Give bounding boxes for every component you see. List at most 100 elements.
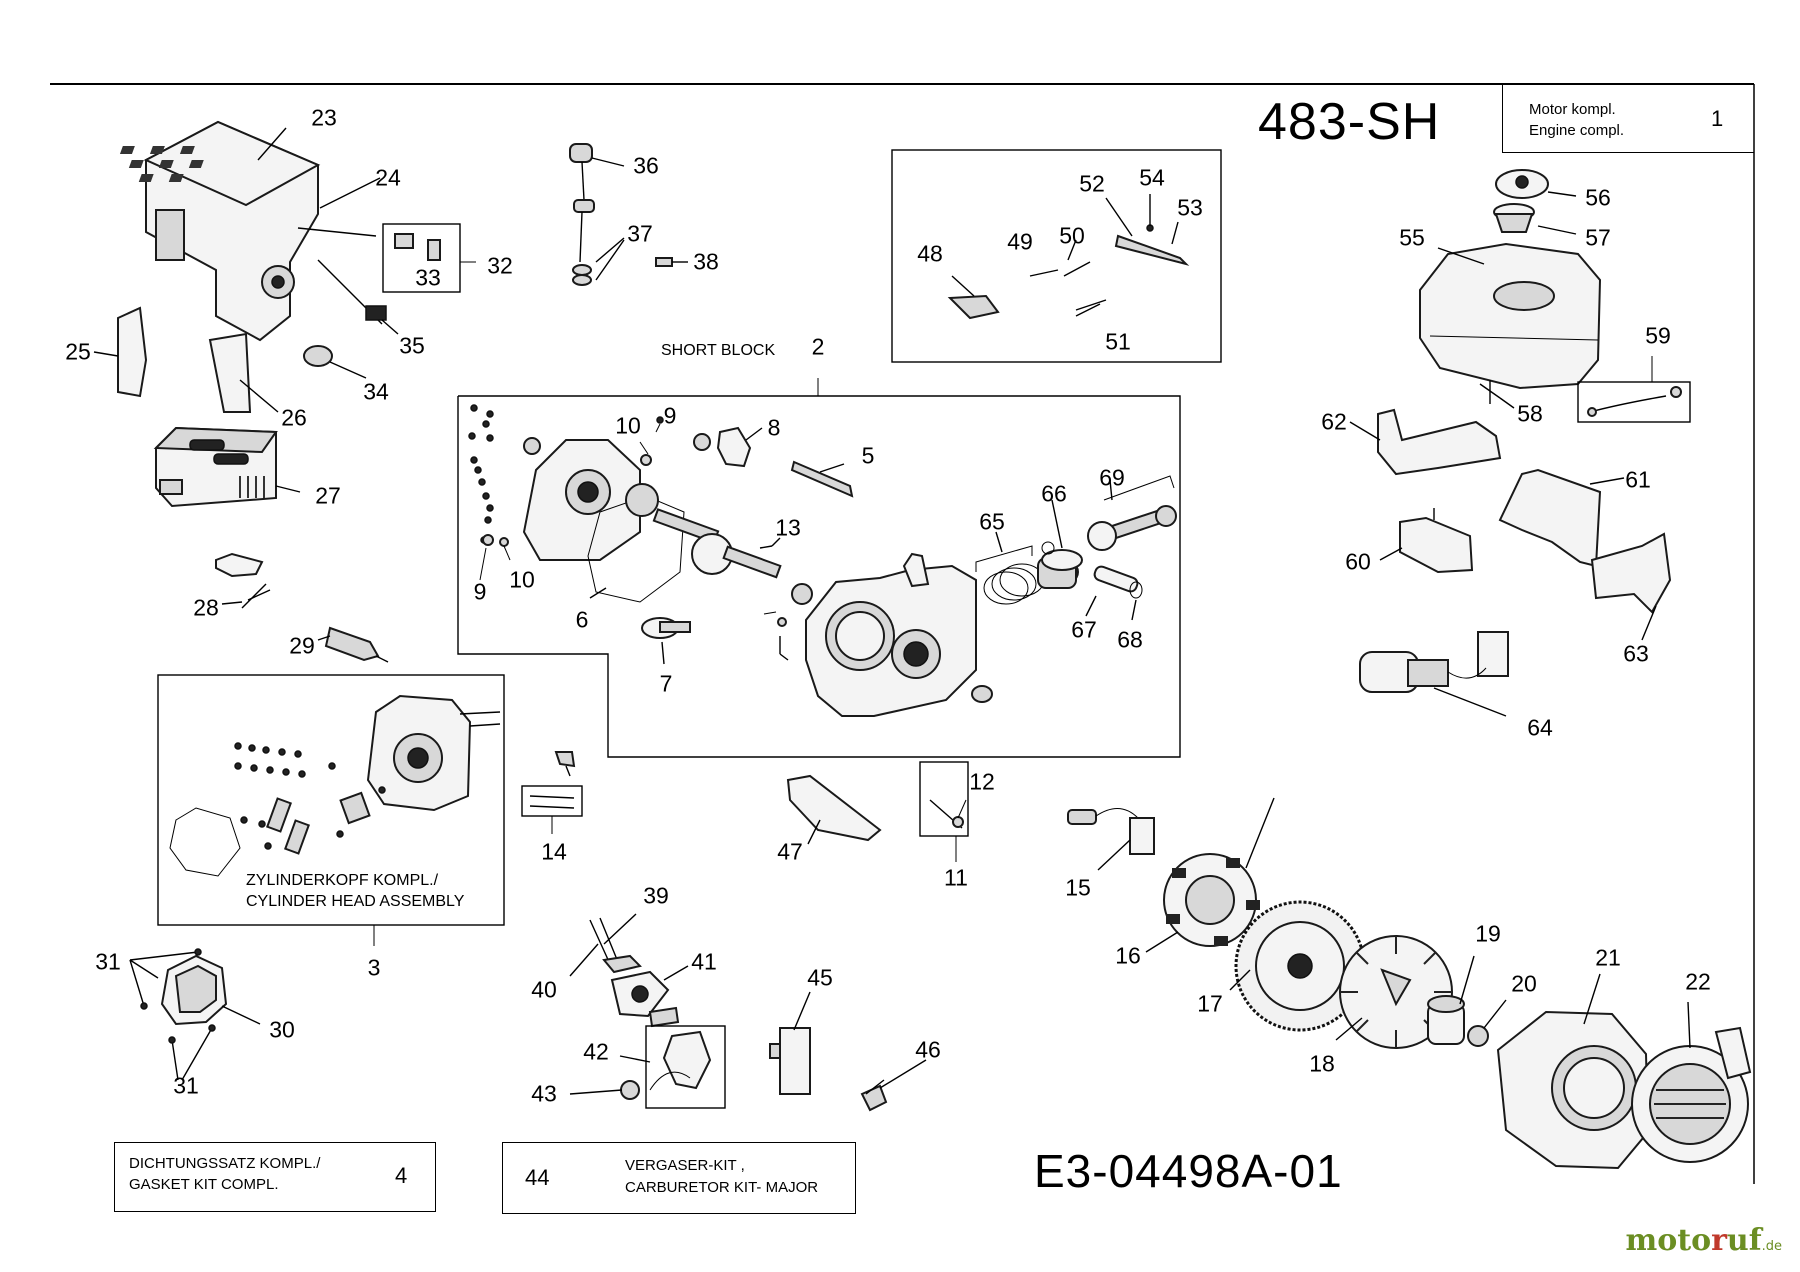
callout: 56 bbox=[1585, 184, 1611, 211]
valve-cover-part bbox=[160, 954, 228, 1026]
title-block: Motor kompl. Engine compl. 1 bbox=[1502, 84, 1754, 153]
gasket-kit-de: DICHTUNGSSATZ KOMPL./ bbox=[129, 1155, 321, 1172]
stud-box-11 bbox=[919, 761, 969, 837]
callout: 11 bbox=[944, 864, 968, 891]
bracket-62-part bbox=[1377, 408, 1502, 476]
callout: 68 bbox=[1117, 626, 1143, 653]
crankcase-cover-part bbox=[522, 439, 641, 561]
intake-part bbox=[610, 970, 670, 1018]
bracket-61-part bbox=[1498, 468, 1602, 568]
fuel-line-box bbox=[1577, 381, 1691, 423]
dipstick-part bbox=[569, 143, 595, 286]
bracket-25-part bbox=[117, 306, 148, 398]
callout: 28 bbox=[193, 594, 219, 621]
crankshaft-part bbox=[625, 483, 782, 579]
callout: 47 bbox=[777, 838, 803, 865]
callout: 23 bbox=[311, 104, 337, 131]
callout: 13 bbox=[775, 514, 801, 541]
recoil-housing-part bbox=[1496, 1010, 1650, 1170]
callout: 7 bbox=[659, 670, 673, 697]
callout: 17 bbox=[1197, 990, 1223, 1017]
governor-arm-part bbox=[947, 294, 1000, 320]
brand-logo: motoruf.de bbox=[1625, 1223, 1782, 1258]
stator-part bbox=[1163, 797, 1275, 947]
bracket-63-part bbox=[1590, 532, 1672, 614]
callout: 22 bbox=[1685, 968, 1711, 995]
callout: 42 bbox=[583, 1038, 609, 1065]
callout: 9 bbox=[473, 578, 487, 605]
callout: 60 bbox=[1345, 548, 1371, 575]
plate-26-part bbox=[208, 332, 252, 413]
cylinder-head-box bbox=[157, 674, 505, 926]
callout: 59 bbox=[1645, 322, 1671, 349]
callout: 18 bbox=[1309, 1050, 1335, 1077]
callout: 45 bbox=[807, 964, 833, 991]
brand-name-a: moto bbox=[1625, 1223, 1712, 1258]
callout: 53 bbox=[1177, 194, 1203, 221]
callout: 29 bbox=[289, 632, 315, 659]
callout: 41 bbox=[691, 948, 717, 975]
callout: 37 bbox=[627, 220, 653, 247]
callout: 38 bbox=[693, 248, 719, 275]
callout: 10 bbox=[615, 412, 641, 439]
fuel-tank-part bbox=[1419, 242, 1602, 390]
fuel-cap-part bbox=[1495, 169, 1549, 199]
bolt-box-14 bbox=[521, 785, 583, 817]
callout: 6 bbox=[575, 606, 589, 633]
governor-box bbox=[891, 149, 1222, 363]
callout: 16 bbox=[1115, 942, 1141, 969]
callout: 32 bbox=[487, 252, 513, 279]
fuel-strainer-part bbox=[1493, 203, 1535, 233]
title-block-de: Motor kompl. bbox=[1529, 101, 1616, 118]
callout: 35 bbox=[399, 332, 425, 359]
gasket-kit-box: DICHTUNGSSATZ KOMPL./ GASKET KIT COMPL. … bbox=[114, 1142, 436, 1212]
gasket-kit-en: GASKET KIT COMPL. bbox=[129, 1176, 279, 1193]
brand-tld: .de bbox=[1761, 1239, 1782, 1254]
piston-part bbox=[1037, 549, 1083, 589]
carburetor-kit-en: CARBURETOR KIT- MAJOR bbox=[625, 1179, 819, 1196]
callout: 65 bbox=[979, 508, 1005, 535]
callout: 24 bbox=[375, 164, 401, 191]
electric-starter-part bbox=[1359, 631, 1509, 693]
callout: 58 bbox=[1517, 400, 1543, 427]
callout: 10 bbox=[509, 566, 535, 593]
callout: 8 bbox=[767, 414, 781, 441]
callout: 21 bbox=[1595, 944, 1621, 971]
callout: 48 bbox=[917, 240, 943, 267]
carburetor-part bbox=[649, 1030, 712, 1091]
callout: 39 bbox=[643, 882, 669, 909]
brand-name-b: r bbox=[1711, 1223, 1727, 1258]
callout: 36 bbox=[633, 152, 659, 179]
short-block-label: SHORT BLOCK bbox=[661, 342, 776, 359]
callout: 3 bbox=[367, 954, 381, 981]
callout: 15 bbox=[1065, 874, 1091, 901]
callout: 55 bbox=[1399, 224, 1425, 251]
cylinder-head-label-en: CYLINDER HEAD ASSEMBLY bbox=[246, 893, 465, 910]
callout: 50 bbox=[1059, 222, 1085, 249]
choke-knob-box bbox=[382, 223, 461, 293]
callout: 49 bbox=[1007, 228, 1033, 255]
flywheel-part bbox=[1234, 900, 1366, 1032]
piston-rings-part bbox=[983, 563, 1045, 605]
callout: 30 bbox=[269, 1016, 295, 1043]
callout: 26 bbox=[281, 404, 307, 431]
engine-block-part bbox=[805, 552, 993, 717]
gasket-kit-item: 4 bbox=[395, 1163, 408, 1188]
callout: 62 bbox=[1321, 408, 1347, 435]
muffler-part bbox=[153, 426, 278, 508]
callout: 64 bbox=[1527, 714, 1553, 741]
ignition-coil-part bbox=[1067, 808, 1155, 855]
callout: 57 bbox=[1585, 224, 1611, 251]
cylinder-head-part bbox=[366, 694, 472, 812]
short-block-outline bbox=[457, 395, 1181, 758]
callout: 5 bbox=[861, 442, 875, 469]
camshaft-part bbox=[641, 617, 691, 639]
callout: 9 bbox=[663, 402, 677, 429]
carburetor-kit-box: 44 VERGASER-KIT , CARBURETOR KIT- MAJOR bbox=[502, 1142, 856, 1214]
callout: 14 bbox=[541, 838, 567, 865]
choke-knob-part bbox=[394, 233, 441, 261]
callout: 69 bbox=[1099, 464, 1125, 491]
callout: 46 bbox=[915, 1036, 941, 1063]
callout: 31 bbox=[95, 948, 121, 975]
